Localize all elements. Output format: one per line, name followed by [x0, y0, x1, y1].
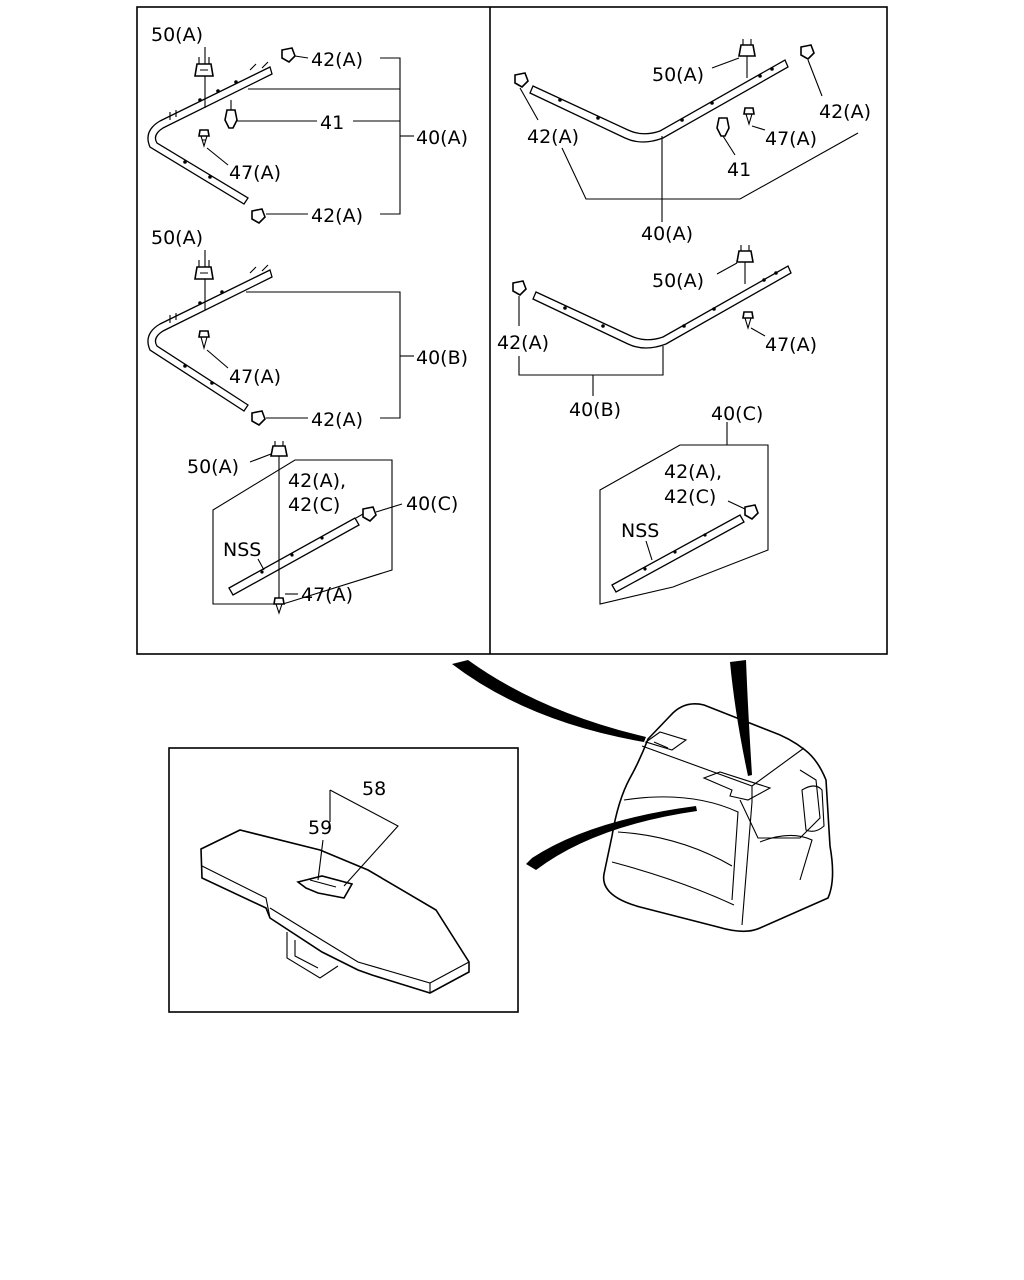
rail-40c-left: [228, 517, 360, 596]
label-screw-47a: 47(A): [229, 366, 281, 388]
cap-42a-icon: [800, 44, 815, 60]
label-part-41: 41: [320, 112, 344, 134]
screw-47a-icon: [198, 129, 210, 148]
inset-frame: [168, 747, 519, 1013]
label-clip-50a: 50(A): [652, 64, 704, 86]
nss-box-right: [599, 444, 769, 605]
rail-40b-left: [147, 269, 273, 412]
label-nss: NSS: [223, 539, 261, 561]
label-assembly-40a: 40(A): [416, 127, 468, 149]
label-assembly-40b: 40(B): [416, 347, 468, 369]
label-clip-50a: 50(A): [151, 227, 203, 249]
cap-42a-icon: [251, 410, 266, 426]
fastener-41-icon: [716, 117, 730, 137]
label-part-58: 58: [362, 778, 386, 800]
fastener-41-icon: [224, 100, 238, 129]
label-cap-42c: 42(C): [288, 494, 340, 516]
cap-42c-icon: [362, 506, 377, 522]
label-cap-42a-right: 42(A): [819, 101, 871, 123]
label-clip-50a: 50(A): [187, 456, 239, 478]
screw-47a-icon: [198, 330, 210, 351]
clip-50a-icon: [194, 260, 214, 280]
top-parts-frame: [136, 6, 888, 655]
label-screw-47a: 47(A): [765, 128, 817, 150]
nss-box-left: [212, 459, 393, 605]
label-cap-42a-comma: 42(A),: [664, 461, 722, 483]
label-cap-42a-left: 42(A): [527, 126, 579, 148]
cap-42a-icon: [251, 208, 266, 224]
cap-42a-icon: [512, 280, 527, 296]
cap-42a-icon: [281, 47, 296, 63]
vehicle-rear-view: [602, 703, 834, 933]
label-clip-50a: 50(A): [652, 270, 704, 292]
right-rail-assembly-40b: [532, 265, 792, 349]
label-assembly-40c: 40(C): [711, 403, 763, 425]
callout-swoosh-left: [452, 660, 646, 742]
screw-47a-icon: [273, 597, 285, 615]
label-screw-47a: 47(A): [229, 162, 281, 184]
label-cap-42a-top: 42(A): [311, 49, 363, 71]
callout-swoosh-inset: [526, 806, 697, 870]
label-part-59: 59: [308, 817, 332, 839]
sun-visor-holder-part: [200, 829, 470, 994]
rail-40b-right: [532, 265, 792, 349]
left-rail-assembly-40a: [147, 61, 273, 205]
right-rail-assembly-40c: [611, 514, 745, 593]
label-nss: NSS: [621, 520, 659, 542]
label-cap-42a: 42(A): [311, 409, 363, 431]
clip-50a-icon: [270, 441, 288, 457]
left-rail-assembly-40c: [228, 517, 360, 596]
right-rail-assembly-40a: [529, 59, 789, 143]
callout-swoosh-right: [730, 660, 752, 776]
label-cap-42a: 42(A): [497, 332, 549, 354]
label-screw-47a: 47(A): [765, 334, 817, 356]
rail-40a-right: [529, 59, 789, 143]
label-cap-42c: 42(C): [664, 486, 716, 508]
rail-40c-right: [611, 514, 745, 593]
label-part-41: 41: [727, 159, 751, 181]
cap-42a-icon: [514, 72, 529, 88]
label-assembly-40c: 40(C): [406, 493, 458, 515]
label-assembly-40b: 40(B): [569, 399, 621, 421]
clip-50a-icon: [736, 245, 754, 263]
label-clip-50a: 50(A): [151, 24, 203, 46]
clip-50a-icon: [194, 57, 214, 77]
screw-47a-icon: [743, 107, 755, 126]
cap-42c-icon: [744, 504, 759, 520]
left-rail-assembly-40b: [147, 264, 273, 412]
screw-47a-icon: [742, 311, 754, 330]
label-screw-47a: 47(A): [301, 584, 353, 606]
label-cap-42a-bottom: 42(A): [311, 205, 363, 227]
label-cap-42a-comma: 42(A),: [288, 470, 346, 492]
label-assembly-40a: 40(A): [641, 223, 693, 245]
clip-50a-icon: [738, 39, 756, 57]
